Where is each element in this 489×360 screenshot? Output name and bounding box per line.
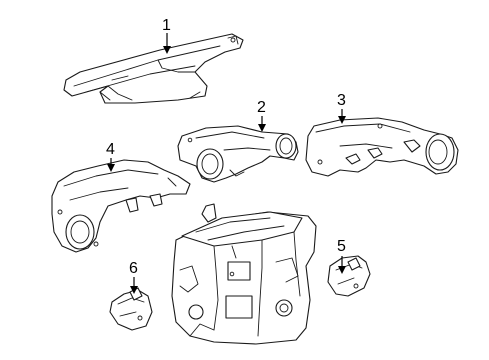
callout-leaders [107,33,346,294]
part-2-center-duct [177,125,299,183]
callout-3: 3 [337,92,346,109]
part-3-right-duct [305,117,459,177]
callout-5: 5 [337,238,346,255]
arrow-3 [338,116,346,124]
part-6-bracket [109,287,153,331]
arrow-4 [107,164,115,172]
callout-4: 4 [106,141,115,158]
callout-6: 6 [129,260,138,277]
arrow-6 [130,286,138,294]
heater-unit-assembly [171,203,317,345]
callout-1: 1 [162,17,171,34]
callout-2: 2 [257,99,266,116]
part-1-upper-duct [63,33,244,104]
arrow-2 [258,124,266,132]
arrow-5 [338,266,346,274]
part-5-bracket [327,255,371,297]
arrow-1 [163,46,171,54]
part-4-left-duct [51,159,191,253]
